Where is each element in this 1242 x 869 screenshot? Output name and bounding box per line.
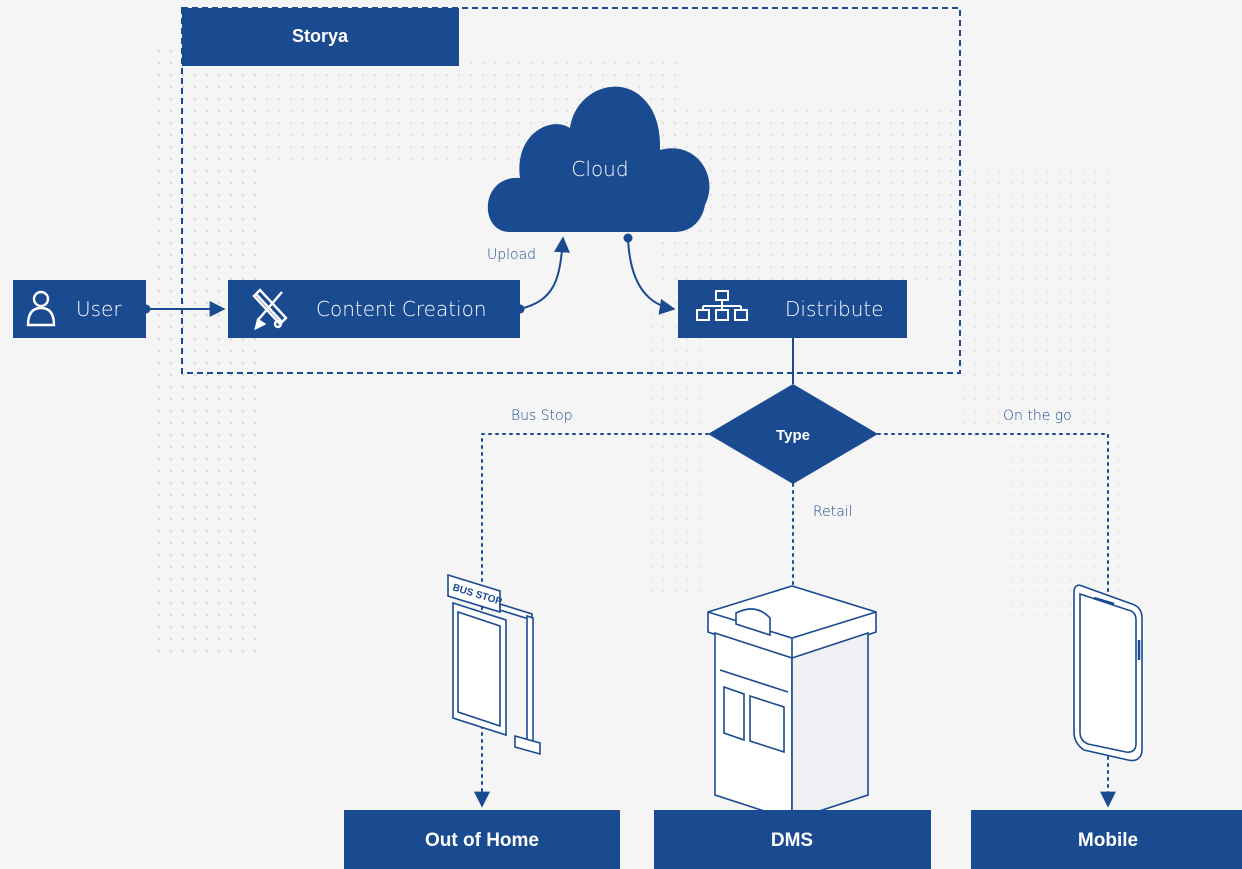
mobile-output[interactable]: Mobile — [971, 810, 1242, 869]
hierarchy-icon — [696, 290, 748, 321]
type-label: Type — [776, 427, 810, 444]
storya-group-header — [182, 8, 459, 66]
content-creation-node[interactable]: Content Creation — [228, 280, 520, 338]
cloud-label: Cloud — [571, 157, 628, 181]
out-of-home-output[interactable]: Out of Home — [344, 810, 620, 869]
user-icon — [26, 290, 56, 327]
storya-group-label: Storya — [292, 26, 349, 46]
cloud-node[interactable]: Cloud — [487, 86, 710, 233]
edge-cloud-to-distribute — [627, 237, 676, 315]
edge-content-to-cloud — [519, 236, 570, 310]
upload-edge-label: Upload — [487, 247, 536, 263]
storya-group-border — [181, 7, 961, 374]
on-the-go-edge-label: On the go — [1003, 408, 1072, 424]
connectors — [141, 233, 794, 384]
dms-output[interactable]: DMS — [654, 810, 931, 869]
mobile-label: Mobile — [1078, 830, 1138, 851]
out-of-home-label: Out of Home — [425, 830, 539, 851]
design-tools-icon — [252, 288, 288, 331]
store-kiosk-illustration — [707, 585, 877, 822]
retail-edge-label: Retail — [813, 504, 853, 520]
cloud-icon — [487, 86, 710, 233]
bus-stop-illustration: BUS STOP — [447, 573, 541, 756]
user-node[interactable]: User — [13, 280, 146, 338]
type-decision-node[interactable]: Type — [708, 384, 878, 484]
content-creation-label: Content Creation — [316, 297, 487, 321]
dms-label: DMS — [771, 830, 813, 851]
bus-stop-edge-label: Bus Stop — [511, 408, 573, 424]
mobile-phone-illustration — [1073, 584, 1143, 762]
user-label: User — [76, 297, 122, 321]
distribute-node[interactable]: Distribute — [678, 280, 907, 338]
distribute-label: Distribute — [785, 297, 884, 321]
edge-bus-stop — [474, 433, 709, 808]
